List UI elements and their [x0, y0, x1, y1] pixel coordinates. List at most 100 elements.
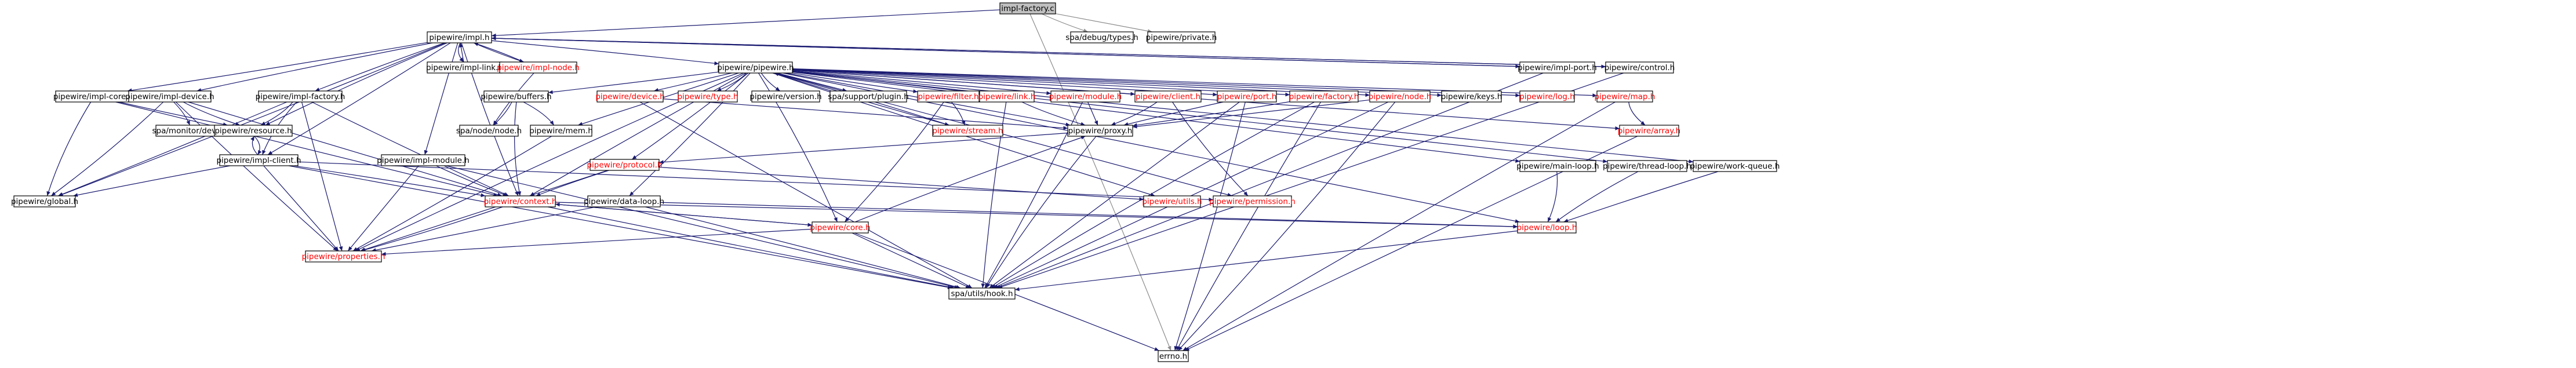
node-label-keys: pipewire/keys.h: [1441, 92, 1502, 101]
node-version[interactable]: pipewire/version.h: [749, 90, 822, 103]
node-label-filter: pipewire/filter.h: [918, 92, 978, 101]
node-thread-loop[interactable]: pipewire/thread-loop.h: [1603, 160, 1691, 172]
node-impl-core[interactable]: pipewire/impl-core.h: [53, 90, 133, 103]
node-box-loop: [1517, 221, 1577, 234]
node-box-pipewire-h: [718, 61, 793, 74]
node-label-proxy: pipewire/proxy.h: [1068, 126, 1133, 136]
node-device[interactable]: pipewire/device.h: [595, 90, 665, 103]
edge-impl-h-to-pipewire-h: [491, 40, 719, 65]
node-factory[interactable]: pipewire/factory.h: [1289, 90, 1359, 103]
node-protocol[interactable]: pipewire/protocol.h: [587, 159, 663, 171]
node-box-permission: [1213, 195, 1292, 207]
edge-pipewire-h-to-filter: [792, 72, 918, 93]
node-core[interactable]: pipewire/core.h: [810, 221, 871, 234]
edge-impl-module-to-hook: [446, 165, 959, 289]
node-impl-client[interactable]: pipewire/impl-client.h: [216, 154, 301, 166]
node-label-loop: pipewire/loop.h: [1517, 223, 1577, 232]
node-global[interactable]: pipewire/global.h: [11, 195, 78, 207]
edge-impl-device-to-global: [50, 101, 164, 196]
node-stream[interactable]: pipewire/stream.h: [932, 125, 1003, 137]
node-context[interactable]: pipewire/context.h: [484, 195, 557, 207]
edge-pipewire-h-to-version: [761, 72, 780, 92]
node-label-protocol: pipewire/protocol.h: [587, 161, 662, 170]
node-box-module: [1050, 90, 1120, 103]
edge-impl-port-to-impl-h: [491, 36, 1520, 67]
node-label-debugtypes: spa/debug/types.h: [1065, 33, 1138, 42]
node-node[interactable]: pipewire/node.h: [1369, 90, 1432, 103]
node-impl-factory[interactable]: pipewire/impl-factory.h: [256, 90, 345, 103]
node-mem[interactable]: pipewire/mem.h: [529, 125, 593, 137]
node-debugtypes[interactable]: spa/debug/types.h: [1065, 31, 1138, 43]
node-box-link: [979, 90, 1035, 103]
node-box-filter: [917, 90, 980, 103]
node-proxy[interactable]: pipewire/proxy.h: [1067, 125, 1133, 137]
edge-pipewire-h-to-data-loop: [629, 72, 751, 196]
node-impl-link[interactable]: pipewire/impl-link.h: [426, 61, 503, 74]
node-errno[interactable]: errno.h: [1158, 350, 1189, 362]
node-main-loop[interactable]: pipewire/main-loop.h: [1516, 160, 1599, 172]
node-box-device: [596, 90, 664, 103]
node-type[interactable]: pipewire/type.h: [677, 90, 738, 103]
node-box-array: [1619, 125, 1679, 137]
node-resource[interactable]: pipewire/resource.h: [214, 125, 293, 137]
edge-port-to-proxy: [1123, 101, 1224, 126]
edge-client-to-proxy: [1111, 101, 1158, 126]
node-impl-h[interactable]: pipewire/impl.h: [427, 31, 492, 43]
node-loop[interactable]: pipewire/loop.h: [1517, 221, 1577, 234]
node-box-version: [751, 90, 820, 103]
edge-impl-h-to-global: [58, 42, 446, 196]
node-impl-module[interactable]: pipewire/impl-module.h: [377, 154, 470, 166]
node-label-impl-port: pipewire/impl-port.h: [1518, 63, 1597, 72]
node-properties[interactable]: pipewire/properties.h: [302, 250, 385, 263]
node-box-factory: [1289, 90, 1359, 103]
node-filter[interactable]: pipewire/filter.h: [917, 90, 980, 103]
node-map[interactable]: pipewire/map.h: [1595, 90, 1656, 103]
edge-pipewire-h-to-plugin: [777, 72, 847, 92]
edge-pipewire-h-to-protocol: [631, 72, 749, 160]
node-box-work-queue: [1693, 160, 1777, 172]
node-spanode[interactable]: spa/node/node.h: [456, 125, 522, 137]
edge-pipewire-h-to-device: [654, 72, 732, 92]
edge-node-to-errno: [1177, 101, 1396, 351]
node-module[interactable]: pipewire/module.h: [1049, 90, 1122, 103]
node-utils[interactable]: pipewire/utils.h: [1142, 195, 1202, 207]
edge-core-to-hook: [852, 232, 970, 289]
node-array[interactable]: pipewire/array.h: [1618, 125, 1680, 137]
edge-context-to-properties: [361, 206, 503, 252]
node-link[interactable]: pipewire/link.h: [978, 90, 1036, 103]
node-log[interactable]: pipewire/log.h: [1519, 90, 1575, 103]
node-box-core: [812, 221, 869, 234]
node-label-main-loop: pipewire/main-loop.h: [1516, 162, 1599, 171]
node-plugin[interactable]: spa/support/plugin.h: [828, 90, 909, 103]
node-box-port: [1217, 90, 1277, 103]
node-port[interactable]: pipewire/port.h: [1217, 90, 1277, 103]
node-box-thread-loop: [1607, 160, 1687, 172]
node-impl-port[interactable]: pipewire/impl-port.h: [1518, 61, 1597, 74]
node-data-loop[interactable]: pipewire/data-loop.h: [584, 195, 664, 207]
edge-context-to-hook: [547, 206, 955, 289]
node-pipewire-h[interactable]: pipewire/pipewire.h: [717, 61, 794, 74]
edge-impl-client-to-resource: [250, 136, 259, 155]
node-hook[interactable]: spa/utils/hook.h: [948, 287, 1016, 300]
node-label-version: pipewire/version.h: [749, 92, 821, 101]
node-keys[interactable]: pipewire/keys.h: [1441, 90, 1502, 103]
edge-impl-factory-c-to-private: [1055, 13, 1152, 33]
node-buffers[interactable]: pipewire/buffers.h: [481, 90, 552, 103]
node-label-impl-h: pipewire/impl.h: [429, 33, 489, 42]
edge-loop-to-hook: [1014, 230, 1518, 292]
node-label-array: pipewire/array.h: [1618, 126, 1680, 136]
node-permission[interactable]: pipewire/permission.h: [1209, 195, 1296, 207]
node-control[interactable]: pipewire/control.h: [1604, 61, 1675, 74]
edge-factory-to-hook: [991, 101, 1315, 289]
node-work-queue[interactable]: pipewire/work-queue.h: [1690, 160, 1780, 172]
node-label-impl-node: pipewire/impl-node.h: [497, 63, 580, 72]
node-client[interactable]: pipewire/client.h: [1134, 90, 1202, 103]
node-label-map: pipewire/map.h: [1595, 92, 1656, 101]
edge-impl-h-to-impl-core: [127, 42, 428, 93]
node-label-impl-module: pipewire/impl-module.h: [377, 156, 470, 165]
node-impl-node[interactable]: pipewire/impl-node.h: [497, 61, 580, 74]
edge-filter-to-stream: [951, 101, 966, 126]
node-impl-device[interactable]: pipewire/impl-device.h: [125, 90, 214, 103]
node-private[interactable]: pipewire/private.h: [1146, 31, 1217, 43]
